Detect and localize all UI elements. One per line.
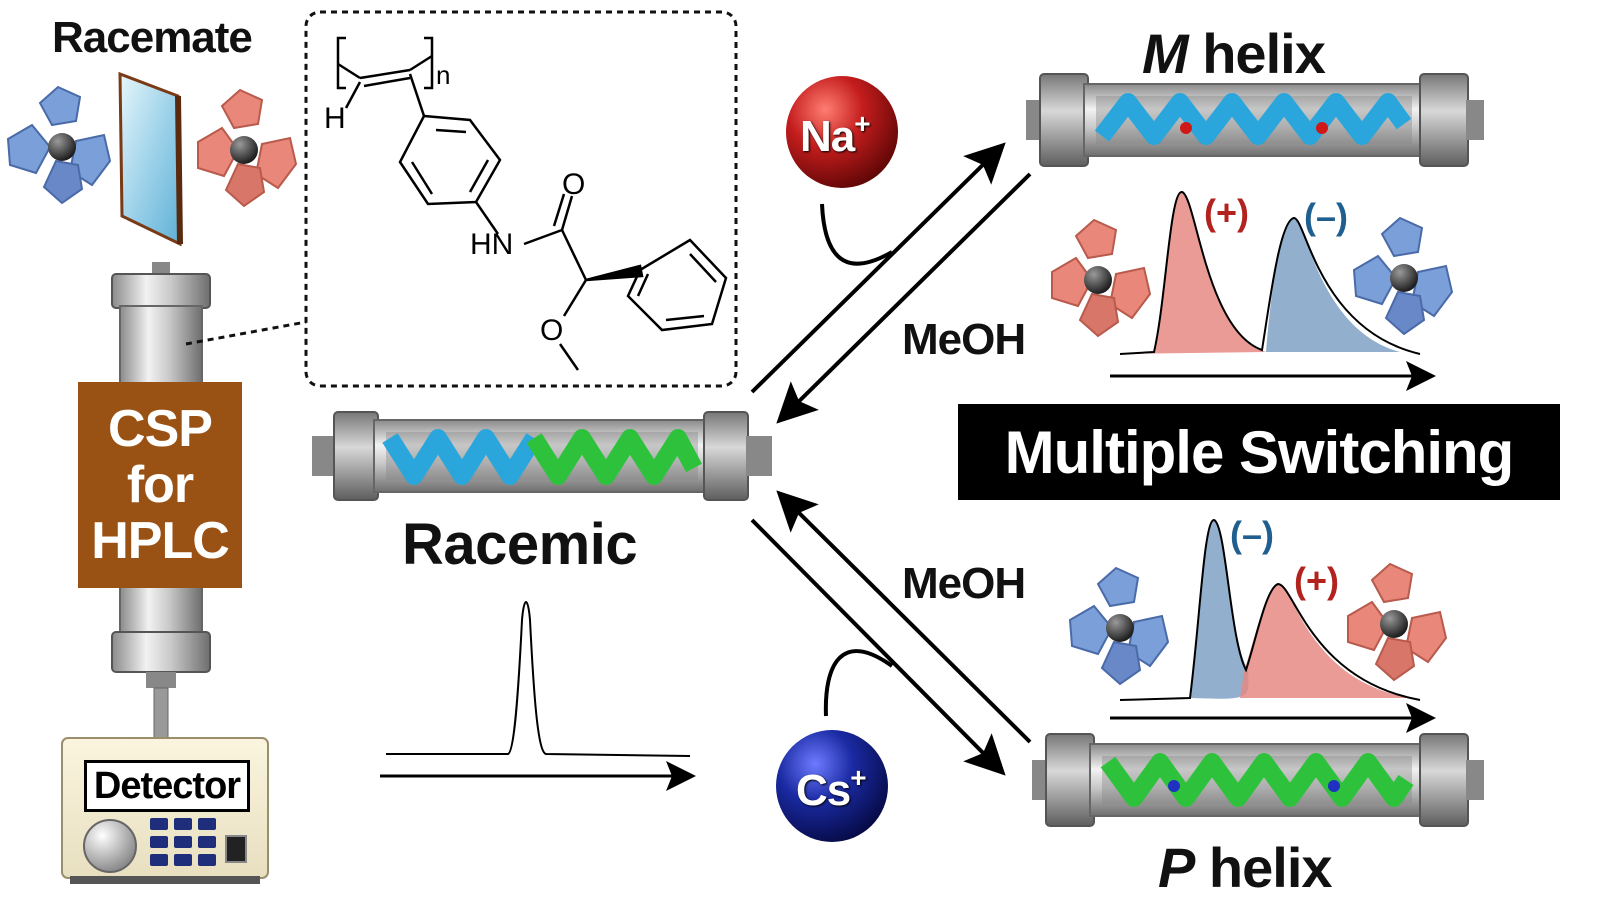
red-enantiomer-icon bbox=[1051, 218, 1152, 338]
racemic-column bbox=[312, 411, 772, 501]
structure-n-label: n bbox=[436, 60, 450, 90]
power-switch-icon bbox=[225, 835, 247, 863]
arrow-to-p-helix bbox=[750, 518, 1006, 776]
p-helix-title: P helix bbox=[1158, 840, 1333, 896]
csp-line-2: for bbox=[126, 456, 194, 514]
zoom-line bbox=[185, 320, 307, 346]
polymer-structure bbox=[336, 36, 728, 371]
meoh-bottom-label: MeOH bbox=[902, 559, 1026, 608]
sodium-ion bbox=[786, 76, 898, 188]
blue-enantiomer-icon bbox=[1352, 216, 1454, 336]
structure-hn-label: HN bbox=[470, 228, 513, 261]
p-first-peak-sign: (–) bbox=[1230, 514, 1274, 555]
structure-box bbox=[304, 10, 738, 388]
p-second-peak-sign: (+) bbox=[1294, 560, 1339, 601]
m-helix-letter: M bbox=[1142, 22, 1189, 85]
racemate-title: Racemate bbox=[52, 13, 253, 62]
blue-enantiomer-icon bbox=[6, 85, 112, 205]
knob-icon bbox=[83, 819, 137, 873]
m-helix-word: helix bbox=[1202, 22, 1326, 85]
mirror-plane bbox=[118, 71, 182, 247]
arrow-from-p-helix bbox=[776, 490, 1032, 744]
sodium-charge: + bbox=[854, 108, 870, 139]
cesium-charge: + bbox=[850, 762, 866, 793]
arrow-from-m-helix bbox=[776, 172, 1032, 424]
arrow-to-m-helix bbox=[750, 142, 1006, 394]
racemic-chromatogram bbox=[380, 601, 696, 791]
p-helix-word: helix bbox=[1208, 836, 1333, 899]
csp-label-box: CSP for HPLC bbox=[78, 382, 242, 588]
blue-enantiomer-icon bbox=[1068, 566, 1170, 686]
sodium-symbol: Na bbox=[800, 112, 855, 161]
detector-screen: Detector bbox=[84, 760, 250, 812]
structure-h-label: H bbox=[324, 102, 346, 135]
m-first-peak-sign: (+) bbox=[1204, 192, 1249, 233]
m-helix-title: M helix bbox=[1142, 26, 1326, 82]
csp-line-1: CSP bbox=[108, 400, 213, 458]
p-helix-letter: P bbox=[1158, 836, 1195, 899]
meoh-top-label: MeOH bbox=[902, 315, 1026, 364]
sodium-ion-label: Na+ bbox=[800, 108, 871, 162]
reaction-arrows bbox=[750, 142, 1032, 776]
structure-o-methoxy: O bbox=[540, 314, 563, 347]
cesium-ion bbox=[776, 730, 888, 842]
m-helix-column bbox=[1026, 73, 1484, 167]
csp-line-3: HPLC bbox=[91, 512, 230, 570]
red-enantiomer-icon bbox=[1347, 562, 1448, 682]
structure-o-carbonyl: O bbox=[562, 168, 585, 201]
p-helix-column bbox=[1032, 733, 1484, 827]
red-enantiomer-icon bbox=[197, 88, 298, 208]
m-second-peak-sign: (–) bbox=[1304, 196, 1348, 237]
m-chromatogram bbox=[1110, 191, 1436, 391]
cesium-ion-label: Cs+ bbox=[796, 762, 867, 816]
p-chromatogram bbox=[1110, 518, 1436, 733]
cesium-symbol: Cs bbox=[796, 766, 851, 815]
multiple-switching-banner: Multiple Switching bbox=[958, 404, 1560, 500]
racemic-label: Racemic bbox=[402, 512, 638, 577]
racemate-group bbox=[6, 71, 298, 247]
